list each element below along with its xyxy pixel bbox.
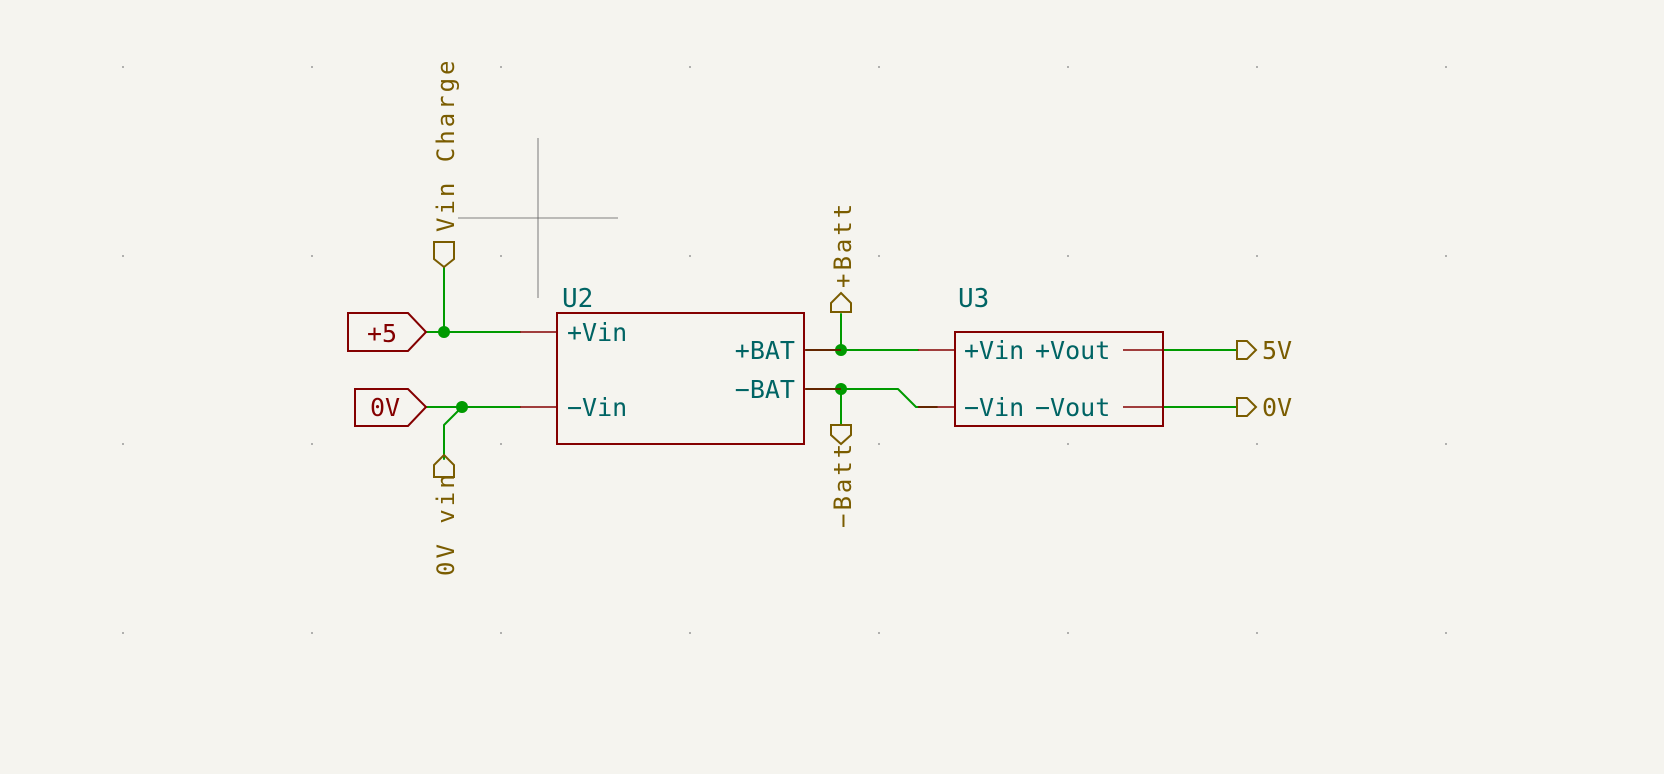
crosshair-cursor-icon xyxy=(458,138,618,298)
label-0v-vin[interactable]: 0V vin xyxy=(432,453,460,576)
wire-0v-vin xyxy=(443,406,463,460)
label-0v-out-text: 0V xyxy=(1262,393,1292,422)
u2-reference: U2 xyxy=(562,284,593,314)
power-symbol-0v[interactable]: 0V xyxy=(354,388,428,427)
power-symbol-plus5[interactable]: +5 xyxy=(347,312,428,352)
label-vin-charge-text: Vin Charge xyxy=(432,58,460,233)
label-plus-batt[interactable]: +Batt xyxy=(829,201,857,313)
label-0v-vin-text: 0V vin xyxy=(432,471,460,576)
power-flag-shape xyxy=(354,388,428,427)
label-5v-text: 5V xyxy=(1262,336,1292,365)
power-symbol-plus5-text: +5 xyxy=(367,319,397,348)
component-u2[interactable]: U2 +Vin −Vin +BAT −BAT xyxy=(520,284,841,445)
label-flag-shape xyxy=(1236,397,1258,417)
power-symbol-0v-text: 0V xyxy=(370,393,400,422)
u3-pin-vin-neg: −Vin xyxy=(964,393,1024,422)
power-flag-shape xyxy=(347,312,428,352)
component-u3[interactable]: U3 +Vin −Vin +Vout −Vout xyxy=(918,284,1164,427)
label-vin-charge[interactable]: Vin Charge xyxy=(432,58,460,269)
label-flag-shape xyxy=(433,453,455,478)
label-flag-shape xyxy=(830,424,852,446)
u3-body xyxy=(954,331,1164,427)
u3-reference: U3 xyxy=(958,284,989,314)
u2-pin-vin-neg: −Vin xyxy=(567,393,627,422)
u3-pin-vin-pos: +Vin xyxy=(964,336,1024,365)
u3-pin-lines xyxy=(918,349,1163,408)
u3-pin-vout-pos: +Vout xyxy=(1035,336,1110,365)
junction-dot xyxy=(456,401,468,413)
junction-dot xyxy=(438,326,450,338)
label-5v[interactable]: 5V xyxy=(1236,336,1292,365)
label-flag-shape xyxy=(1236,340,1258,360)
label-plus-batt-text: +Batt xyxy=(829,201,857,288)
u3-pin-vout-neg: −Vout xyxy=(1035,393,1110,422)
u2-body xyxy=(556,312,805,445)
u2-pin-bat-neg: −BAT xyxy=(735,375,795,404)
label-0v-out[interactable]: 0V xyxy=(1236,393,1292,422)
u2-pin-vin-pos: +Vin xyxy=(567,318,627,347)
label-flag-shape xyxy=(433,241,455,269)
grid-dots xyxy=(122,66,1447,634)
label-minus-batt[interactable]: −Batt xyxy=(829,424,857,528)
label-minus-batt-text: −Batt xyxy=(829,441,857,528)
u2-pin-bat-pos: +BAT xyxy=(735,336,795,365)
u2-pin-lines xyxy=(520,331,841,408)
label-flag-shape xyxy=(830,291,852,313)
